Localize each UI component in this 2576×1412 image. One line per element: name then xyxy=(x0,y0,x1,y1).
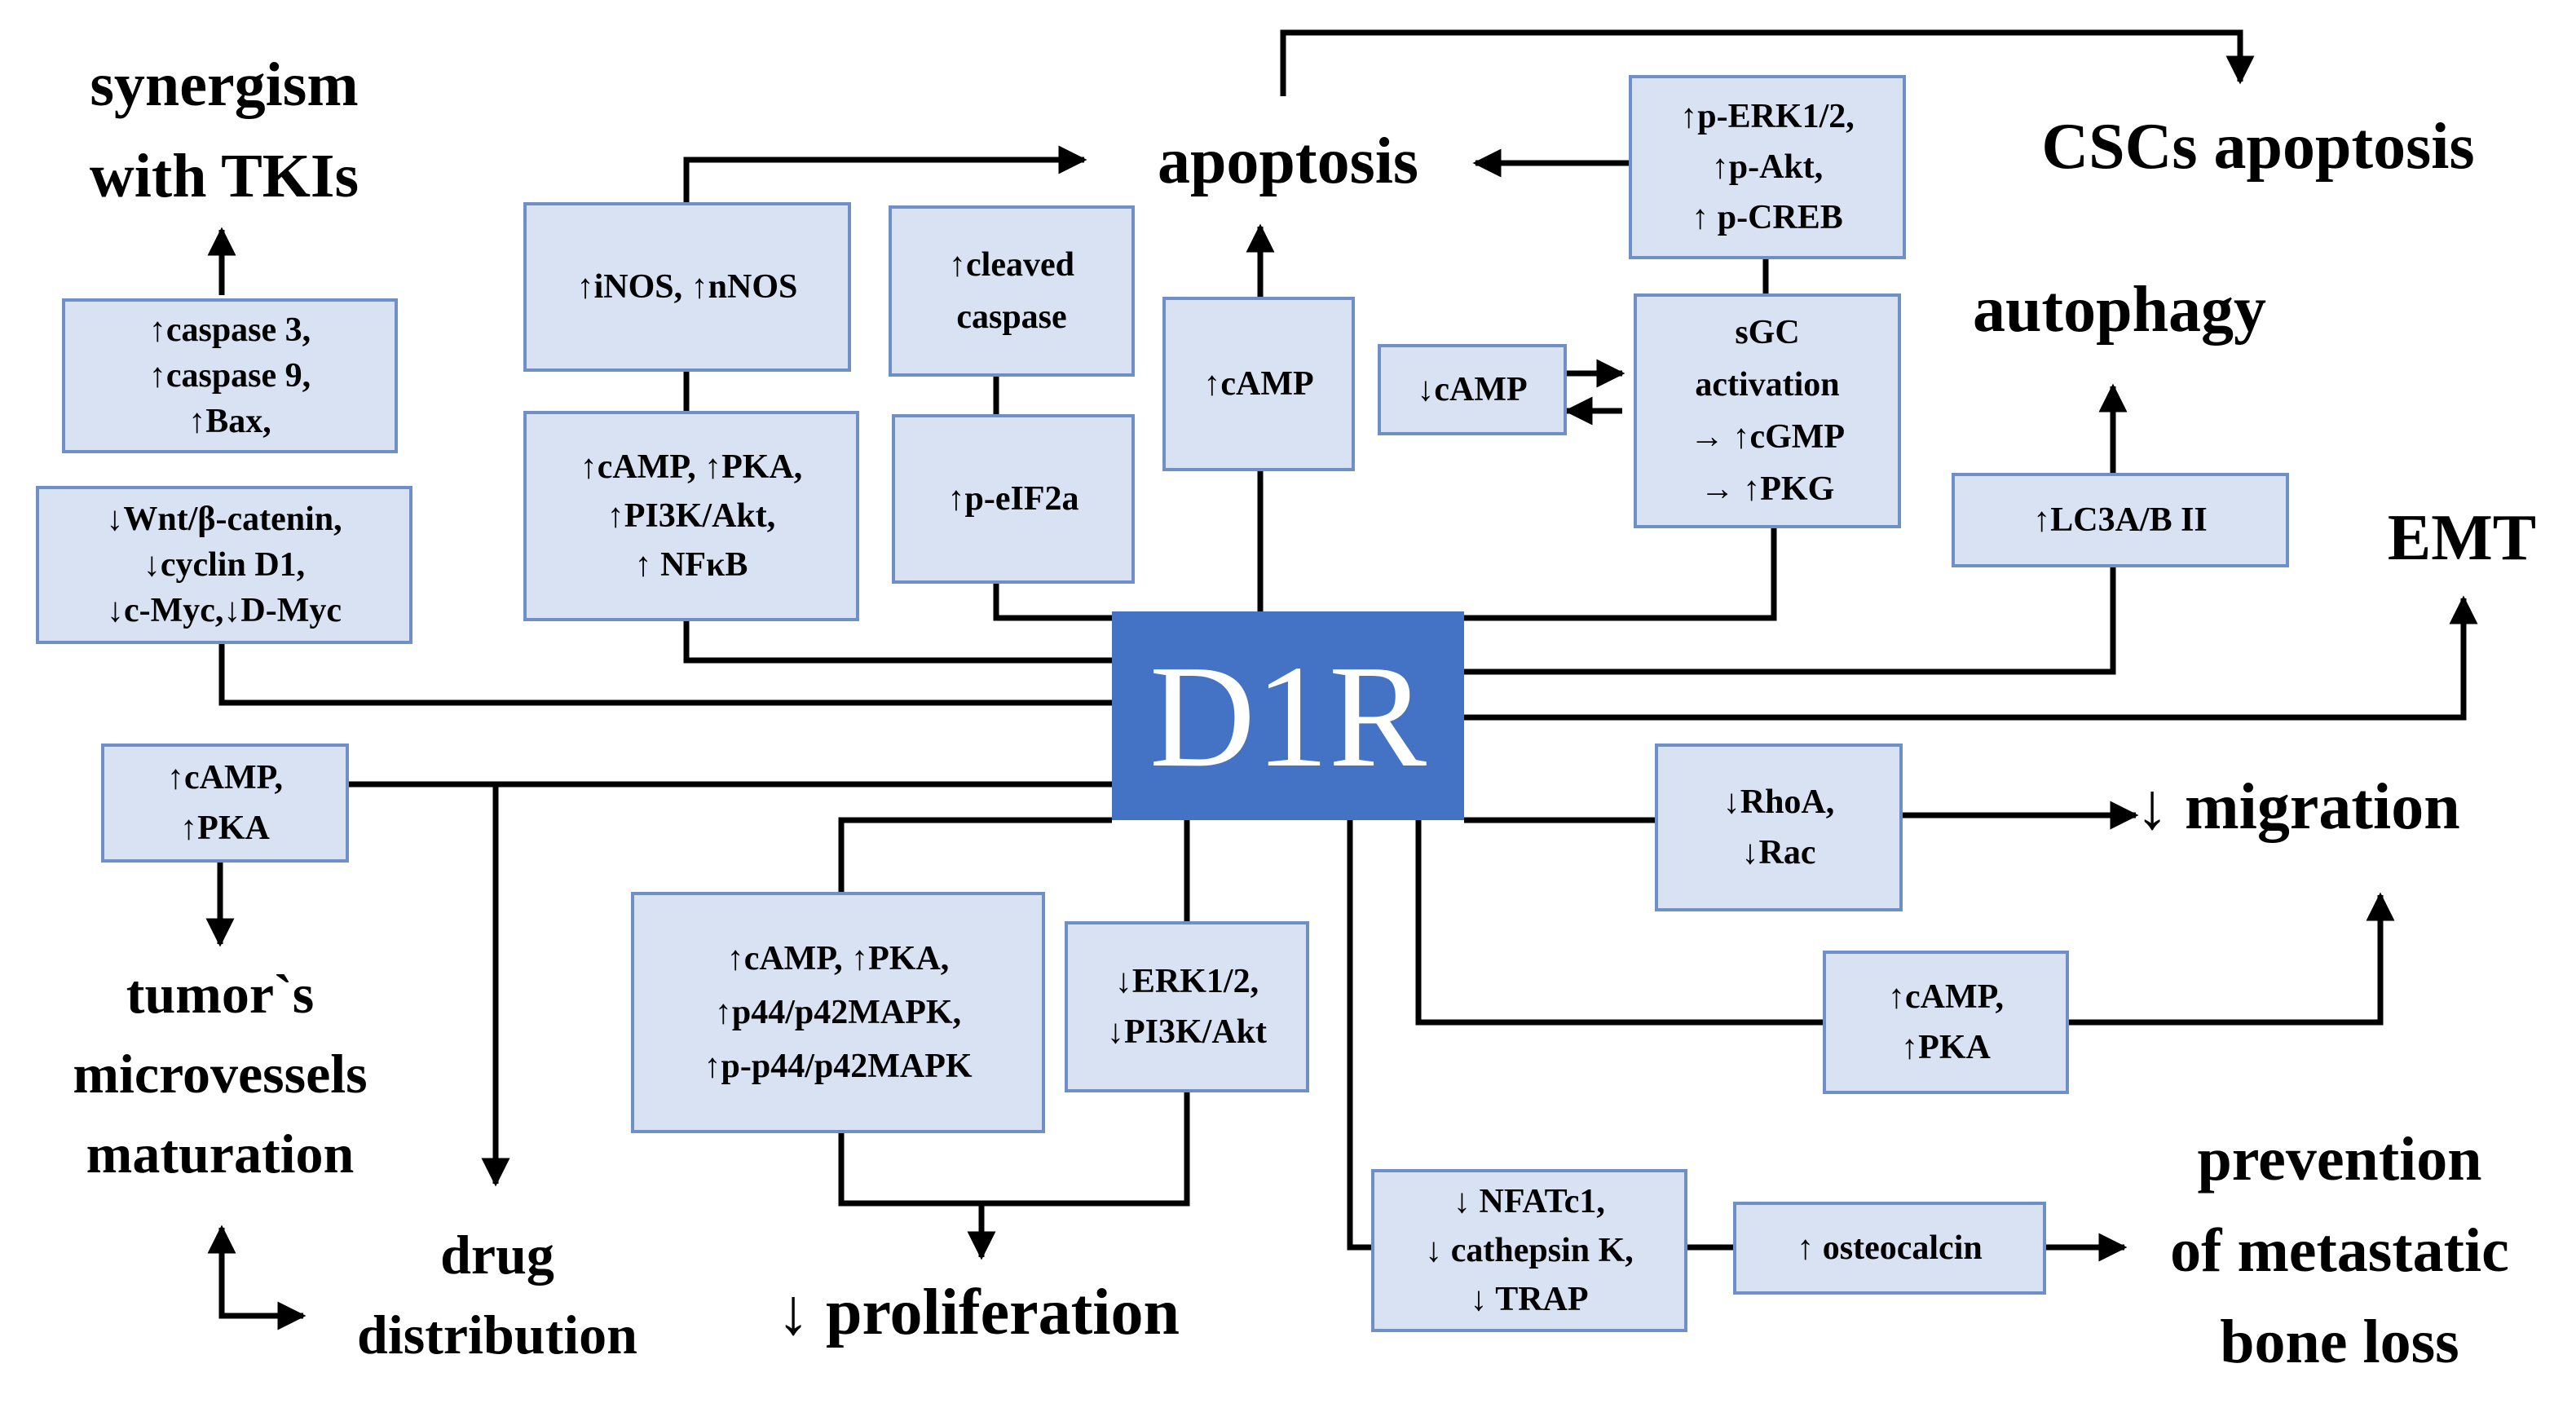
apoptosis-line-1: apoptosis xyxy=(1157,126,1419,197)
arrow-hub-to-emt xyxy=(1464,595,2478,721)
wnt-line-3: ↓c-Myc,↓D-Myc xyxy=(106,592,342,629)
microvessels-line-1: tumor`s xyxy=(126,963,315,1025)
line-wnt-to-hub xyxy=(218,644,1112,706)
emt-line-1: EMT xyxy=(2387,502,2537,574)
camp-apoptosis-line-1: ↑cAMP xyxy=(1203,365,1314,403)
arrow-inos-to-apoptosis xyxy=(683,145,1087,202)
wnt-catenin-box: ↓Wnt/β-catenin, ↓cyclin D1, ↓c-Myc,↓D-My… xyxy=(36,486,412,644)
camp-pka-pi3k-line-2: ↑PI3K/Akt, xyxy=(607,497,776,535)
rhoa-rac-box: ↓RhoA, ↓Rac xyxy=(1655,744,1903,911)
mapk-line-2: ↑p44/p42MAPK, xyxy=(714,994,962,1031)
camp-pka-pi3k-line-1: ↑cAMP, ↑PKA, xyxy=(580,448,803,486)
osteocalcin-box: ↑ osteocalcin xyxy=(1733,1202,2046,1295)
erk-akt-creb-line-1: ↑p-ERK1/2, xyxy=(1680,98,1855,135)
d1r-hub: D1R xyxy=(1112,611,1464,820)
camp-pka-right-line-2: ↑PKA xyxy=(1901,1029,1991,1066)
nfatc1-line-1: ↓ NFATc1, xyxy=(1453,1183,1605,1220)
camp-apoptosis-box: ↑cAMP xyxy=(1162,297,1355,471)
wnt-line-2: ↓cyclin D1, xyxy=(143,546,306,584)
proliferation-line-1: ↓ proliferation xyxy=(776,1277,1180,1348)
erk-pi3k-down-box: ↓ERK1/2, ↓PI3K/Akt xyxy=(1065,921,1309,1092)
bone-loss-line-2: of metastatic xyxy=(2170,1216,2509,1285)
sgc-line-3: → ↑cGMP xyxy=(1689,418,1846,456)
migration-label: ↓ migration xyxy=(2136,766,2560,848)
line-apoptosis-to-cscs xyxy=(1280,29,2255,96)
drug-distribution-line-1: drug xyxy=(440,1224,554,1286)
p-eif2a-line-1: ↑p-eIF2a xyxy=(947,480,1079,518)
line-hub-to-mapk xyxy=(838,817,1112,892)
line-sgc-to-hub xyxy=(1464,528,1777,621)
emt-label: EMT xyxy=(2356,497,2568,579)
inos-nnos-box: ↑iNOS, ↑nNOS xyxy=(523,202,851,372)
nfatc1-line-2: ↓ cathepsin K, xyxy=(1425,1232,1634,1269)
camp-pka-left-line-1: ↑cAMP, xyxy=(167,759,283,796)
line-hub-to-nfatc1 xyxy=(1347,820,1371,1251)
migration-line-1: ↓ migration xyxy=(2136,771,2460,843)
caspase-bax-box: ↑caspase 3, ↑caspase 9, ↑Bax, xyxy=(62,298,398,453)
cleaved-caspase-line-2: caspase xyxy=(956,298,1067,336)
caspase-line-3: ↑Bax, xyxy=(188,403,271,440)
arrow-camp-pka-to-migration xyxy=(2069,892,2395,1026)
arrow-microvessels-to-drug xyxy=(218,1233,307,1330)
synergism-label: synergism with TKIs xyxy=(33,39,416,222)
erk-akt-creb-line-2: ↑p-Akt, xyxy=(1711,148,1824,186)
caspase-line-2: ↑caspase 9, xyxy=(148,357,311,395)
bone-loss-line-3: bone loss xyxy=(2220,1308,2459,1376)
osteocalcin-line-1: ↑ osteocalcin xyxy=(1797,1229,1983,1267)
rhoa-rac-line-2: ↓Rac xyxy=(1741,834,1816,871)
camp-down-box: ↓cAMP xyxy=(1378,344,1567,435)
drug-distribution-line-2: distribution xyxy=(357,1304,637,1366)
proliferation-label: ↓ proliferation xyxy=(701,1272,1255,1353)
cscs-apoptosis-line-1: CSCs apoptosis xyxy=(2041,111,2475,183)
camp-pka-pi3k-box: ↑cAMP, ↑PKA, ↑PI3K/Akt, ↑ NFκB xyxy=(523,411,859,621)
camp-pka-left-box: ↑cAMP, ↑PKA xyxy=(101,744,349,863)
microvessels-line-3: maturation xyxy=(86,1123,355,1185)
apoptosis-label: apoptosis xyxy=(1109,121,1467,202)
camp-down-line-1: ↓cAMP xyxy=(1417,371,1528,408)
sgc-line-2: activation xyxy=(1695,366,1840,404)
sgc-activation-box: sGC activation → ↑cGMP → ↑PKG xyxy=(1634,293,1901,528)
bone-loss-line-1: prevention xyxy=(2197,1125,2482,1194)
synergism-line-2: with TKIs xyxy=(89,142,359,210)
line-hub-to-lc3 xyxy=(1464,567,2116,675)
erk-pi3k-down-line-1: ↓ERK1/2, xyxy=(1114,963,1259,1000)
autophagy-label: autophagy xyxy=(1924,269,2315,351)
lc3ab-line-1: ↑LC3A/B II xyxy=(2033,501,2208,539)
cscs-apoptosis-label: CSCs apoptosis xyxy=(1973,106,2543,188)
mapk-line-3: ↑p-p44/p42MAPK xyxy=(704,1048,973,1085)
line-peif2a-to-hub xyxy=(993,584,1112,621)
lc3ab-box: ↑LC3A/B II xyxy=(1952,473,2289,567)
erk-akt-creb-box: ↑p-ERK1/2, ↑p-Akt, ↑ p-CREB xyxy=(1629,75,1906,259)
erk-pi3k-down-line-2: ↓PI3K/Akt xyxy=(1106,1013,1267,1051)
sgc-line-1: sGC xyxy=(1735,314,1800,351)
line-camp-pka-pi3k-to-hub xyxy=(683,621,1112,664)
line-hub-to-camp-pka-right xyxy=(1415,820,1823,1026)
line-mapk-to-proliferation xyxy=(838,1092,1190,1207)
camp-pka-left-line-2: ↑PKA xyxy=(180,810,270,847)
drug-distribution-label: drug distribution xyxy=(318,1215,677,1374)
bone-loss-label: prevention of metastatic bone loss xyxy=(2119,1114,2560,1388)
cleaved-caspase-box: ↑cleaved caspase xyxy=(889,205,1135,377)
camp-pka-right-box: ↑cAMP, ↑PKA xyxy=(1823,951,2069,1094)
cleaved-caspase-line-1: ↑cleaved xyxy=(949,246,1074,284)
sgc-line-4: → ↑PKG xyxy=(1700,470,1835,508)
caspase-line-1: ↑caspase 3, xyxy=(148,311,311,349)
microvessels-label: tumor`s microvessels maturation xyxy=(16,954,424,1194)
erk-akt-creb-line-3: ↑ p-CREB xyxy=(1692,199,1843,236)
rhoa-rac-line-1: ↓RhoA, xyxy=(1722,783,1835,821)
autophagy-line-1: autophagy xyxy=(1972,274,2267,346)
synergism-line-1: synergism xyxy=(90,51,359,119)
mapk-line-1: ↑cAMP, ↑PKA, xyxy=(726,940,950,977)
microvessels-line-2: microvessels xyxy=(73,1043,368,1105)
camp-pka-pi3k-line-3: ↑ NFκB xyxy=(634,546,748,584)
nfatc1-box: ↓ NFATc1, ↓ cathepsin K, ↓ TRAP xyxy=(1371,1169,1687,1332)
p-eif2a-box: ↑p-eIF2a xyxy=(892,414,1135,584)
inos-line-1: ↑iNOS, ↑nNOS xyxy=(576,268,798,306)
nfatc1-line-3: ↓ TRAP xyxy=(1470,1281,1589,1318)
camp-pka-right-line-1: ↑cAMP, xyxy=(1888,978,2004,1016)
mapk-box: ↑cAMP, ↑PKA, ↑p44/p42MAPK, ↑p-p44/p42MAP… xyxy=(631,892,1045,1133)
wnt-line-1: ↓Wnt/β-catenin, xyxy=(106,501,342,538)
